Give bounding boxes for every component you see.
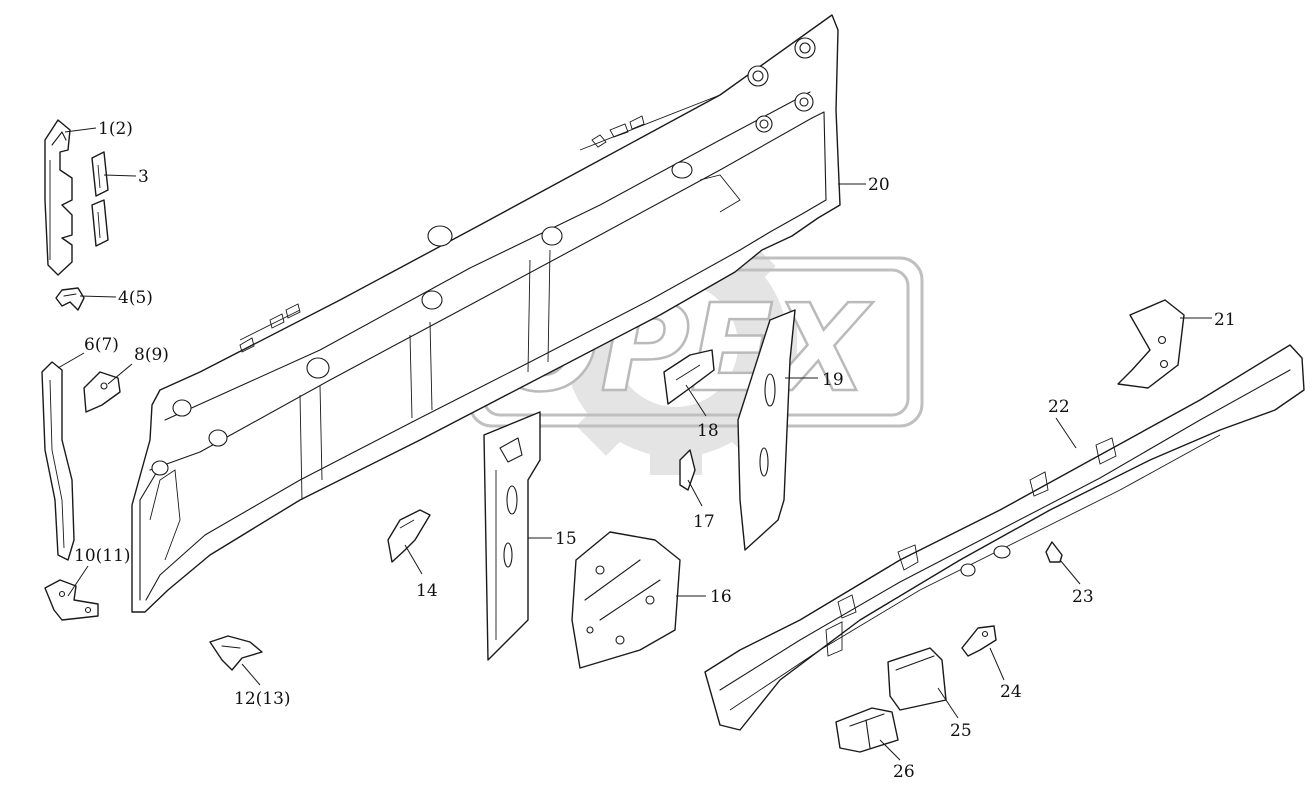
part-24-bracket <box>961 625 997 657</box>
callout-19: 19 <box>822 370 844 390</box>
callout-3: 3 <box>138 167 149 187</box>
part-19-pillar <box>737 309 796 551</box>
callout-26: 26 <box>893 762 915 782</box>
callout-12: 12(13) <box>234 689 291 709</box>
leader-lines <box>57 127 1212 761</box>
leader-1 <box>64 127 97 133</box>
leader-25 <box>937 687 959 719</box>
leader-22 <box>1055 417 1077 449</box>
leader-12 <box>241 663 261 686</box>
leader-10 <box>67 565 89 597</box>
part-25-bracket <box>887 647 947 711</box>
part-6-pillar-reinforcement <box>41 361 75 561</box>
leader-17 <box>687 479 703 507</box>
leader-26 <box>879 739 901 761</box>
callout-1: 1(2) <box>98 119 133 139</box>
leader-24 <box>989 647 1005 681</box>
callout-21: 21 <box>1214 310 1236 330</box>
part-15-pillar <box>483 411 541 661</box>
callout-labels: 1(2) 3 4(5) 6(7) 8(9) 10(11) 12(13) 14 1… <box>74 119 1236 782</box>
part-3-plate <box>91 151 109 247</box>
part-22-sill-rail <box>704 344 1305 731</box>
leader-14 <box>404 544 423 575</box>
part-18-bracket <box>663 349 715 405</box>
part-4-clip <box>55 287 85 311</box>
part-21-bracket <box>1117 299 1185 389</box>
callout-4: 4(5) <box>118 288 153 308</box>
part-26-block <box>835 707 899 753</box>
part-1-bracket <box>44 119 73 276</box>
leader-4 <box>79 295 117 298</box>
part-17-clip <box>679 449 696 491</box>
leader-23 <box>1059 559 1081 585</box>
callout-18: 18 <box>697 421 719 441</box>
callout-16: 16 <box>710 587 732 607</box>
callout-10: 10(11) <box>74 546 131 566</box>
callout-17: 17 <box>693 512 715 532</box>
callout-8: 8(9) <box>134 345 169 365</box>
leader-6 <box>57 352 85 369</box>
part-16-mount-plate <box>571 531 681 669</box>
leader-18 <box>685 384 707 417</box>
leader-8 <box>107 363 133 385</box>
callout-24: 24 <box>1000 682 1022 702</box>
callout-25: 25 <box>950 721 972 741</box>
part-20-cowl-panel <box>131 14 841 613</box>
callout-15: 15 <box>555 529 577 549</box>
part-12-gusset <box>209 635 263 671</box>
part-14-bracket <box>387 509 431 563</box>
callout-6: 6(7) <box>84 335 119 355</box>
leader-3 <box>103 174 137 177</box>
part-10-bracket <box>44 579 99 621</box>
callout-14: 14 <box>416 581 438 601</box>
callout-23: 23 <box>1072 587 1094 607</box>
part-23-clip <box>1045 541 1063 563</box>
callout-22: 22 <box>1048 397 1070 417</box>
callout-20: 20 <box>868 175 890 195</box>
